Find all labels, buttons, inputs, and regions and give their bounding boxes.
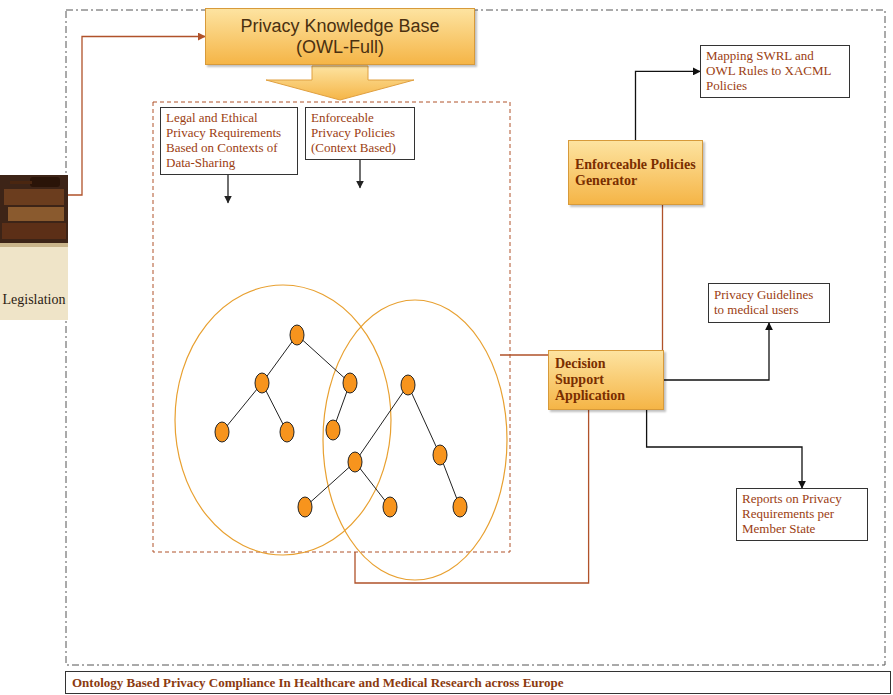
guidelines-box: Privacy Guidelines to medical users — [708, 283, 830, 323]
ontology-trees — [175, 285, 507, 580]
pointer-line — [359, 160, 360, 188]
application-box: Decision Support Application — [548, 350, 664, 410]
node-text: Privacy Knowledge Base (OWL-Full) — [236, 16, 444, 58]
outer-frame — [66, 10, 885, 665]
node-text: Enforceable Policies Generator — [575, 157, 696, 189]
node-text: Privacy Guidelines to medical users — [714, 288, 824, 318]
connector — [664, 323, 769, 380]
generator-box: Enforceable Policies Generator — [568, 140, 703, 205]
ontology-frame — [153, 102, 510, 552]
node-text: Legislation — [0, 292, 68, 308]
link-line — [500, 205, 663, 355]
connector — [636, 71, 701, 140]
pointer-line — [227, 175, 228, 203]
mapping-box: Mapping SWRL and OWL Rules to XACML Poli… — [700, 45, 850, 98]
node-text: Legal and Ethical Privacy Requirements B… — [166, 111, 292, 171]
legislation-image: Legislation — [0, 175, 68, 320]
caption-text: Ontology Based Privacy Compliance In Hea… — [65, 671, 891, 694]
policies-box: Enforceable Privacy Policies (Context Ba… — [305, 107, 415, 160]
reports-box: Reports on Privacy Requirements per Memb… — [736, 488, 868, 541]
big-arrow — [266, 66, 414, 100]
link-line — [355, 410, 589, 583]
connector — [647, 410, 802, 488]
node-text: Decision Support Application — [555, 356, 657, 404]
node-text: Enforceable Privacy Policies (Context Ba… — [311, 111, 409, 156]
requirements-box: Legal and Ethical Privacy Requirements B… — [160, 107, 298, 175]
knowledge-base-box: Privacy Knowledge Base (OWL-Full) — [205, 8, 475, 65]
node-text: Mapping SWRL and OWL Rules to XACML Poli… — [706, 49, 844, 94]
node-text: Reports on Privacy Requirements per Memb… — [742, 492, 862, 537]
